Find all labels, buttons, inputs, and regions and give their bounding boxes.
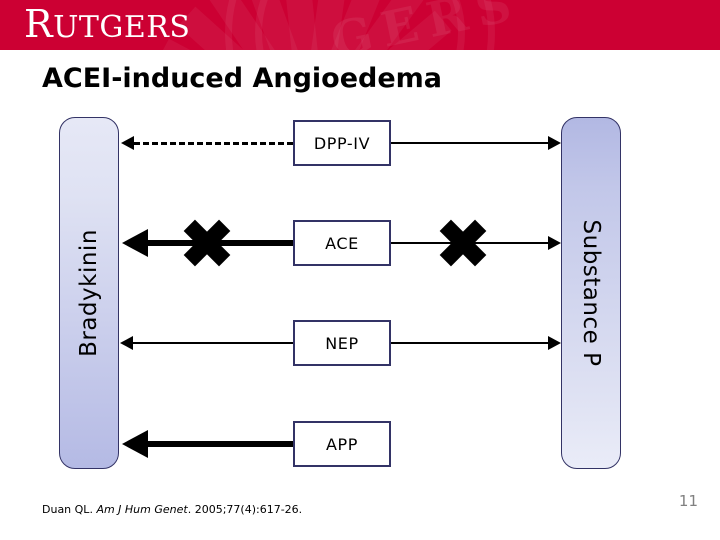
enzyme-label-dppiv: DPP-IV: [313, 133, 371, 153]
app-left-line: [148, 441, 293, 447]
enzyme-label-nep: NEP: [325, 333, 359, 353]
bradykinin-box: Bradykinin: [59, 117, 119, 469]
nep-right-line: [391, 342, 558, 344]
page-title: ACEI-induced Angioedema: [42, 63, 443, 94]
substance-p-box: Substance P: [561, 117, 621, 469]
enzyme-box-app: APP: [293, 421, 391, 467]
ace-right-block-x-icon: [439, 219, 487, 267]
header-arc-decoration: [225, 0, 495, 50]
page-number: 11: [678, 492, 698, 510]
nep-right-arrowhead-icon: [548, 336, 561, 350]
ace-right-arrowhead-icon: [548, 236, 561, 250]
dppiv-right-line: [391, 142, 558, 144]
dppiv-right-arrowhead-icon: [548, 136, 561, 150]
enzyme-label-app: APP: [325, 434, 359, 454]
nep-left-arrowhead-icon: [120, 336, 133, 350]
substance-p-label: Substance P: [578, 219, 604, 367]
enzyme-box-ace: ACE: [293, 220, 391, 266]
citation-details: . 2005;77(4):617-26.: [187, 503, 303, 516]
rutgers-logo-capital: R: [24, 2, 54, 46]
citation-author: Duan QL.: [42, 503, 93, 516]
ace-left-line: [148, 240, 293, 246]
ace-left-block-x-icon: [183, 219, 231, 267]
citation: Duan QL. Am J Hum Genet. 2005;77(4):617-…: [42, 503, 302, 516]
dppiv-left-arrowhead-icon: [121, 136, 134, 150]
app-left-arrowhead-icon: [122, 430, 148, 458]
rutgers-logo-rest: UTGERS: [53, 10, 191, 45]
citation-journal: Am J Hum Genet: [96, 503, 188, 516]
ace-left-arrowhead-icon: [122, 229, 148, 257]
header-band: GERS RUTGERS: [0, 0, 720, 50]
enzyme-box-nep: NEP: [293, 320, 391, 366]
dppiv-left-dashed-line: [134, 142, 293, 145]
rutgers-logo: RUTGERS: [24, 5, 191, 45]
enzyme-box-dppiv: DPP-IV: [293, 120, 391, 166]
bradykinin-label: Bradykinin: [76, 229, 102, 357]
nep-left-line: [131, 342, 293, 344]
enzyme-label-ace: ACE: [325, 233, 359, 253]
